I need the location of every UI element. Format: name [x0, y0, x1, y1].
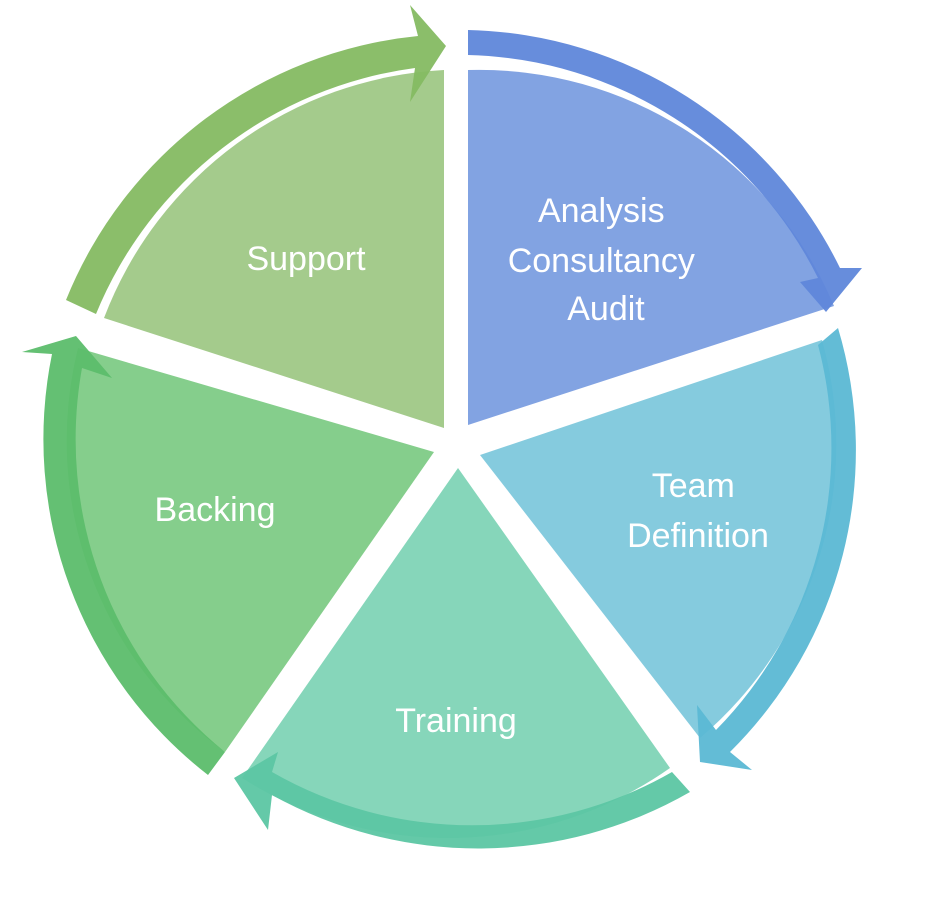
svg-text:Team Definition: Team Definition [627, 467, 769, 555]
segment-backing-line-1: Backing [155, 491, 276, 529]
segment-backing-arrow [22, 336, 225, 775]
segment-team-line-2: Definition [627, 517, 769, 555]
segment-backing: Backing [22, 336, 434, 775]
segment-training-line-1: Training [395, 702, 517, 740]
svg-text:Analysis Consultancy: Analysis Consultancy Audit [508, 192, 705, 328]
segment-support-line-1: Support [246, 240, 366, 278]
svg-text:Training: Training [395, 702, 517, 740]
segment-support-wedge [104, 70, 444, 428]
segment-analysis-line-2: Consultancy [508, 242, 695, 280]
segment-backing-wedge [66, 348, 434, 752]
segment-support: Support [66, 5, 446, 428]
segment-analysis: Analysis Consultancy Audit [468, 30, 862, 425]
segment-team-wedge [480, 340, 837, 738]
segment-team: Team Definition [480, 328, 856, 770]
segment-team-line-1: Team [652, 467, 735, 505]
segment-training-arrow [234, 752, 690, 849]
segment-analysis-line-3: Audit [567, 290, 645, 328]
segment-analysis-arrow [468, 30, 862, 312]
svg-text:Support: Support [246, 240, 366, 278]
segment-analysis-wedge [468, 69, 834, 425]
segment-training-wedge [242, 468, 670, 839]
segment-training: Training [234, 468, 690, 849]
segment-support-arrow [66, 5, 446, 314]
segment-team-arrow [697, 328, 856, 770]
segment-analysis-line-1: Analysis [538, 192, 665, 230]
svg-text:Backing: Backing [155, 491, 276, 529]
